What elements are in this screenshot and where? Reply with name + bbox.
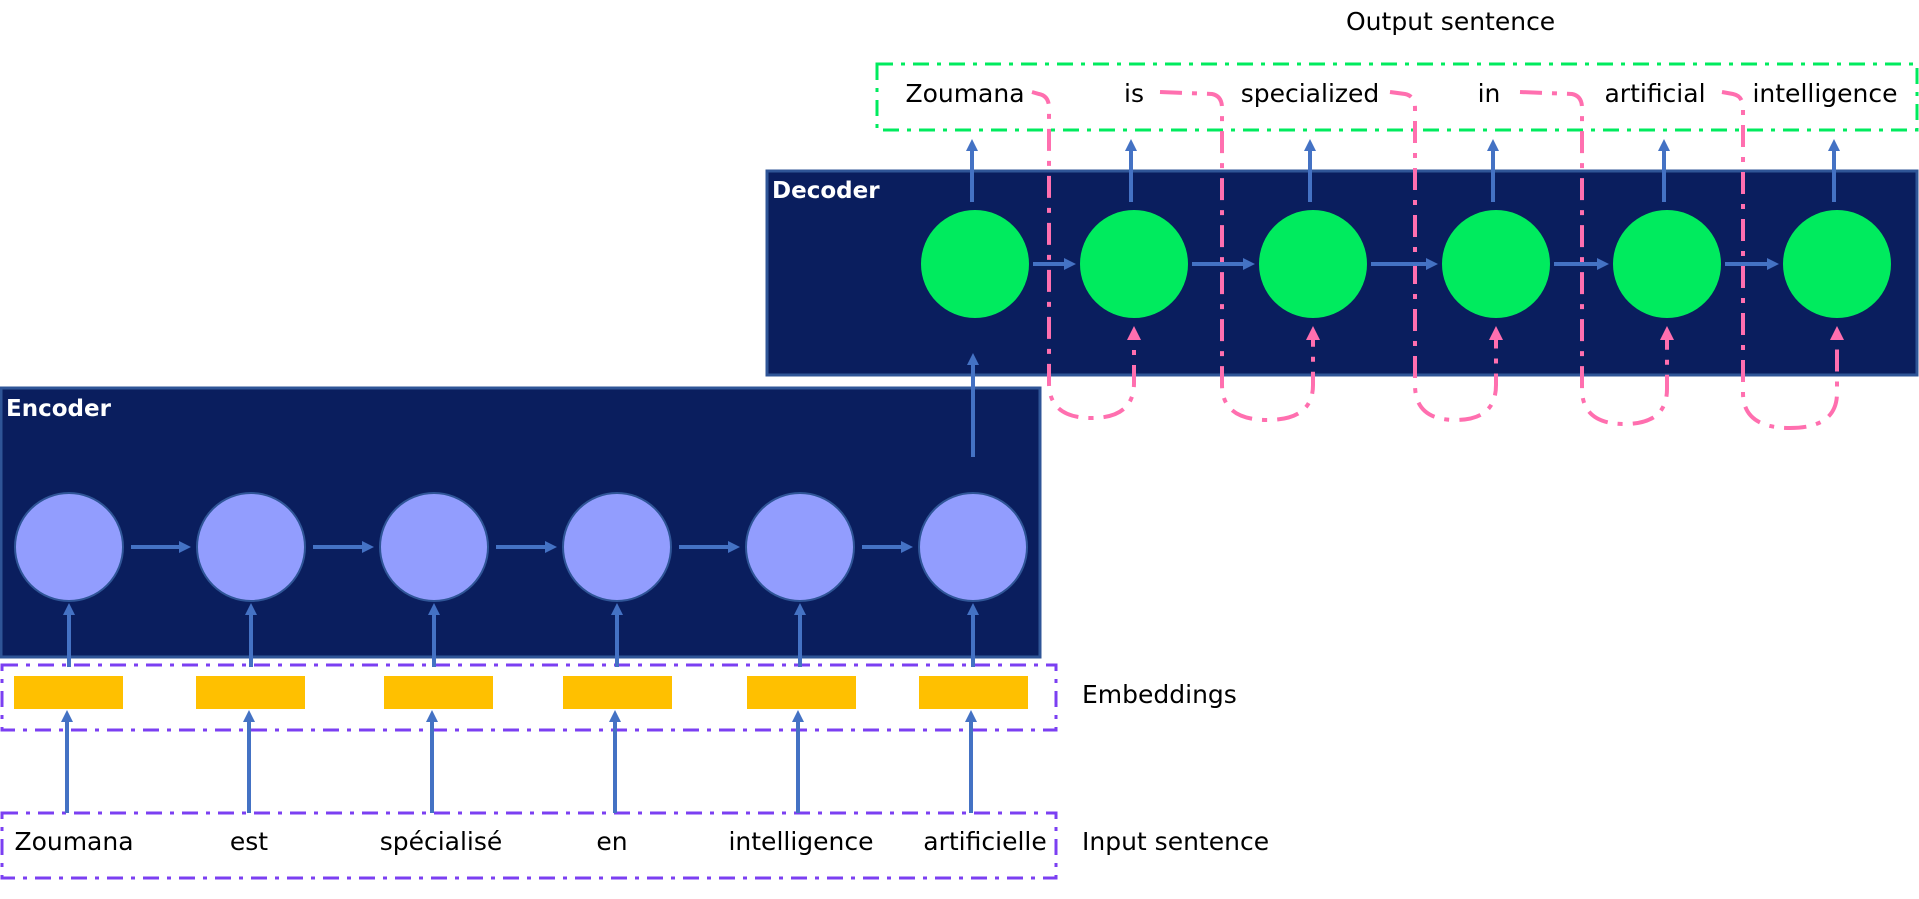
decoder-node xyxy=(1783,210,1891,318)
embedding-vector xyxy=(384,676,493,709)
decoder-node xyxy=(1442,210,1550,318)
decoder-to-output-arrow-head xyxy=(1487,139,1499,151)
context-vector-arrow-head xyxy=(967,353,979,365)
word-to-embedding-arrow-head xyxy=(792,710,804,722)
output-word: is xyxy=(1124,79,1144,108)
embedding-vector xyxy=(14,676,123,709)
feedback-arrow-head xyxy=(1660,326,1674,340)
encoder-recurrent-arrow-head xyxy=(901,541,913,553)
nodes-layer xyxy=(14,210,1891,709)
decoder-to-output-arrow-head xyxy=(1125,139,1137,151)
decoder-node xyxy=(921,210,1029,318)
encoder-recurrent-arrow-head xyxy=(179,541,191,553)
encoder-node xyxy=(196,492,306,602)
input-word: artificielle xyxy=(923,827,1046,856)
input-word: est xyxy=(230,827,268,856)
words-layer: Zoumana est spécialisé en intelligence artifi… xyxy=(14,79,1897,856)
encoder-panel xyxy=(0,386,1042,659)
output-word: intelligence xyxy=(1752,79,1897,108)
encoder-title: Encoder xyxy=(6,396,112,422)
decoder-node xyxy=(1080,210,1188,318)
word-to-embedding-arrow-head xyxy=(61,710,73,722)
decoder-node xyxy=(1613,210,1721,318)
word-to-embedding-arrow-head xyxy=(243,710,255,722)
output-feedback-loop xyxy=(1389,90,1498,423)
decoder-recurrent-arrow-head xyxy=(1243,258,1255,270)
output-word: in xyxy=(1478,79,1501,108)
encoder-recurrent-arrow-head xyxy=(362,541,374,553)
input-word: intelligence xyxy=(728,827,873,856)
output-feedback-loop xyxy=(1721,90,1839,431)
feedback-arrow-head xyxy=(1127,326,1141,340)
embedding-vector xyxy=(196,676,305,709)
encoder-recurrent-arrow-head xyxy=(545,541,557,553)
encoder-recurrent-arrow-head xyxy=(728,541,740,553)
decoder-to-output-arrow-head xyxy=(1304,139,1316,151)
output-sentence-label: Output sentence xyxy=(1346,7,1555,36)
encoder-node xyxy=(562,492,672,602)
embedding-to-encoder-arrow-head xyxy=(794,603,806,615)
feedback-arrow-head xyxy=(1489,326,1503,340)
decoder-recurrent-arrow-head xyxy=(1426,258,1438,270)
word-to-embedding-arrow-head xyxy=(965,710,977,722)
embedding-vector xyxy=(563,676,672,709)
encoder-node xyxy=(745,492,855,602)
encoder-node xyxy=(918,492,1028,602)
output-word: specialized xyxy=(1241,79,1380,108)
input-word: Zoumana xyxy=(14,827,133,856)
output-feedback-loop xyxy=(1519,90,1669,427)
decoder-recurrent-arrow-head xyxy=(1767,258,1779,270)
feedback-layer xyxy=(1031,90,1844,431)
embedding-to-encoder-arrow-head xyxy=(428,603,440,615)
embedding-to-encoder-arrow-head xyxy=(245,603,257,615)
decoder-to-output-arrow-head xyxy=(1658,139,1670,151)
feedback-arrow-head xyxy=(1830,326,1844,340)
word-to-embedding-arrow-head xyxy=(609,710,621,722)
encoder-node xyxy=(379,492,489,602)
decoder-to-output-arrow-head xyxy=(1828,139,1840,151)
decoder-node xyxy=(1259,210,1367,318)
word-to-embedding-arrow-head xyxy=(426,710,438,722)
encoder-node xyxy=(14,492,124,602)
decoder-recurrent-arrow-head xyxy=(1064,258,1076,270)
input-sentence-box xyxy=(0,811,1058,880)
embeddings-box xyxy=(0,663,1058,732)
embedding-to-encoder-arrow-head xyxy=(63,603,75,615)
embeddings-label: Embeddings xyxy=(1082,680,1237,709)
embedding-to-encoder-arrow-head xyxy=(611,603,623,615)
output-feedback-loop xyxy=(1159,90,1315,423)
embedding-vector xyxy=(747,676,856,709)
output-sentence-box xyxy=(875,62,1919,132)
decoder-recurrent-arrow-head xyxy=(1597,258,1609,270)
decoder-title: Decoder xyxy=(772,178,880,204)
input-word: en xyxy=(596,827,627,856)
output-feedback-loop xyxy=(1031,90,1136,421)
input-sentence-label: Input sentence xyxy=(1082,827,1269,856)
output-word: artificial xyxy=(1604,79,1705,108)
arrows-layer xyxy=(61,139,1840,813)
embedding-to-encoder-arrow-head xyxy=(967,603,979,615)
output-word: Zoumana xyxy=(905,79,1024,108)
input-word: spécialisé xyxy=(380,827,503,856)
embedding-vector xyxy=(919,676,1028,709)
feedback-arrow-head xyxy=(1306,326,1320,340)
decoder-to-output-arrow-head xyxy=(966,139,978,151)
